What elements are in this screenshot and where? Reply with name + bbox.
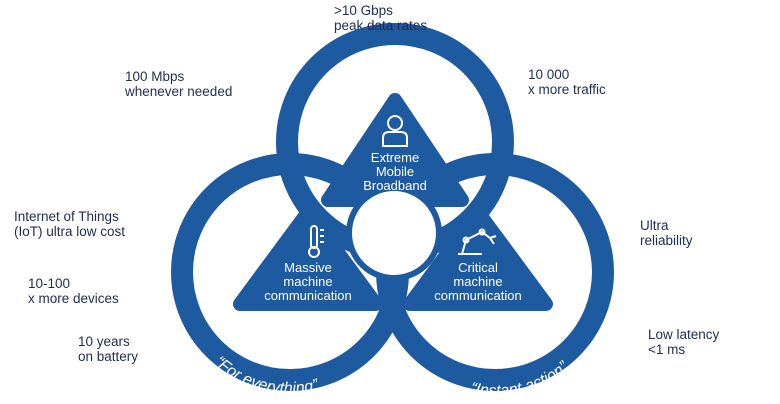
label-traffic: 10 000 x more traffic bbox=[528, 67, 633, 97]
label-battery-line-1: 10 years bbox=[78, 334, 130, 349]
label-peak-rates-line-1: >10 Gbps bbox=[334, 3, 393, 18]
label-latency-line-1: Low latency bbox=[648, 327, 720, 342]
label-latency: Low latency <1 ms bbox=[648, 327, 719, 357]
label-battery-line-2: on battery bbox=[78, 349, 139, 364]
caption-left-line-2: machine bbox=[283, 274, 332, 289]
label-devices-line-1: 10-100 bbox=[28, 276, 71, 291]
label-iot: Internet of Things (IoT) ultra low cost bbox=[14, 209, 125, 239]
label-devices: 10-100 x more devices bbox=[28, 276, 119, 306]
label-traffic-line-1: 10 000 bbox=[528, 67, 570, 82]
caption-top-line-2: Mobile bbox=[376, 164, 414, 179]
caption-right-line-2: machine bbox=[453, 274, 502, 289]
label-mbps-line-2: whenever needed bbox=[125, 84, 233, 99]
center-hub-ring bbox=[346, 185, 442, 281]
label-iot-line-2: (IoT) ultra low cost bbox=[14, 224, 126, 239]
label-peak-rates-line-2: peak data rates bbox=[334, 18, 428, 33]
caption-top: Extreme Mobile Broadband bbox=[363, 150, 427, 193]
center-hub bbox=[349, 188, 439, 278]
triangle-right bbox=[403, 205, 553, 311]
caption-left-line-3: communication bbox=[264, 288, 351, 303]
caption-right-line-3: communication bbox=[434, 288, 521, 303]
label-reliability-line-1: Ultra bbox=[640, 218, 669, 233]
label-reliability: Ultra reliability bbox=[640, 218, 693, 248]
label-devices-line-2: x more devices bbox=[28, 291, 119, 306]
label-battery: 10 years on battery bbox=[78, 334, 138, 364]
person-icon bbox=[382, 115, 408, 147]
label-iot-line-1: Internet of Things bbox=[14, 209, 119, 224]
label-traffic-line-2: x more traffic bbox=[528, 82, 606, 97]
caption-left-line-1: Massive bbox=[284, 260, 332, 275]
caption-top-line-1: Extreme bbox=[371, 150, 419, 165]
label-mbps: 100 Mbps whenever needed bbox=[125, 69, 232, 99]
label-reliability-line-2: reliability bbox=[640, 233, 693, 248]
thermometer-icon bbox=[308, 225, 324, 258]
caption-left: Massive machine communication bbox=[264, 260, 351, 303]
label-peak-rates: >10 Gbps peak data rates bbox=[334, 3, 427, 33]
caption-top-line-3: Broadband bbox=[363, 178, 427, 193]
caption-right: Critical machine communication bbox=[434, 260, 521, 303]
triangle-left bbox=[233, 205, 383, 311]
label-mbps-line-1: 100 Mbps bbox=[125, 69, 185, 84]
robot-arm-icon bbox=[458, 228, 497, 255]
label-latency-line-2: <1 ms bbox=[648, 342, 686, 357]
caption-right-line-1: Critical bbox=[458, 260, 498, 275]
